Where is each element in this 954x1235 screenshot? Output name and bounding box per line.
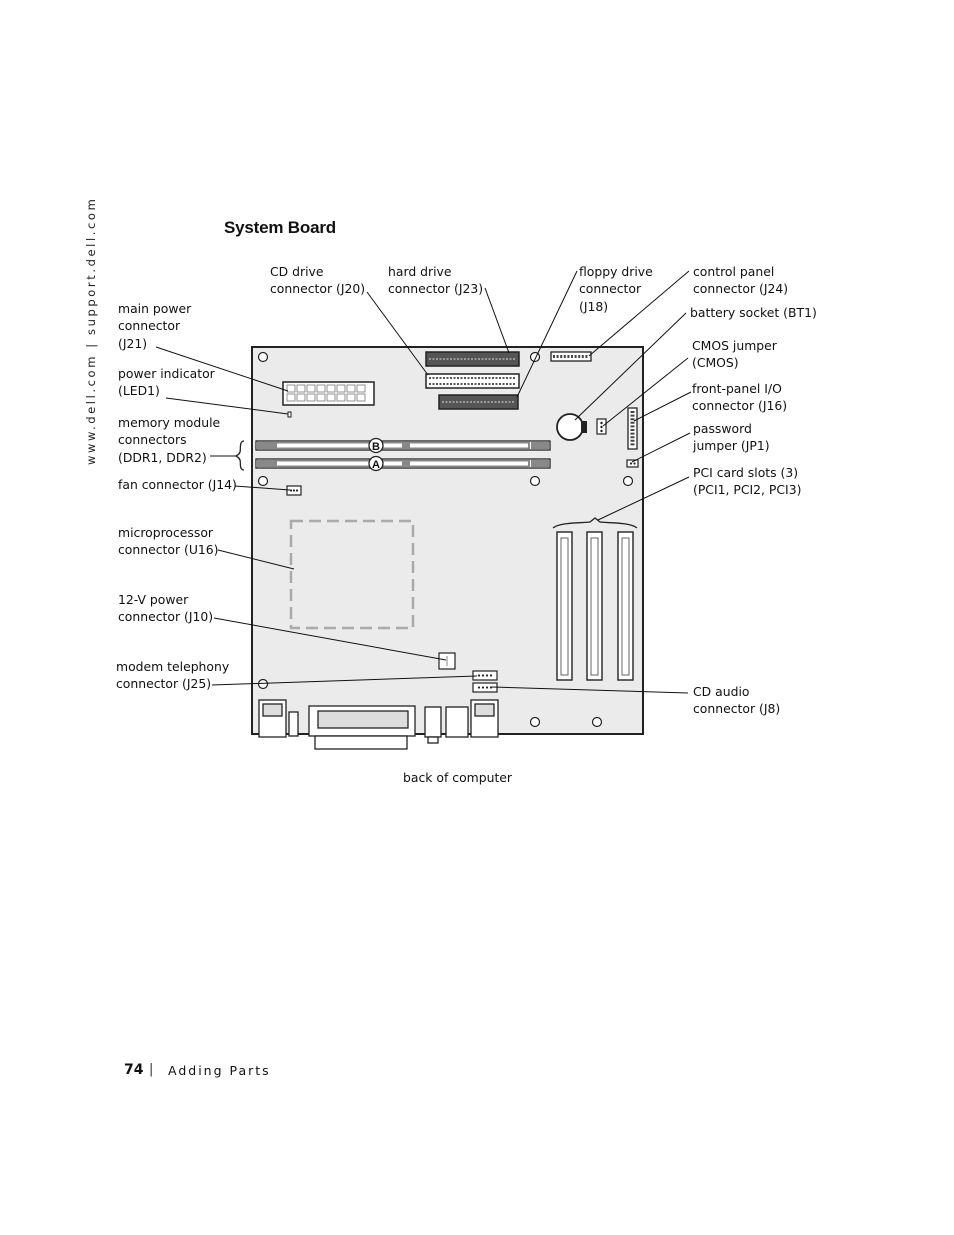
cmos-jumper (596, 418, 607, 435)
label-cmos-jumper: CMOS jumper(CMOS) (692, 338, 777, 371)
microprocessor-socket (289, 519, 415, 630)
back-panel-io (258, 699, 499, 750)
label-battery-socket: battery socket (BT1) (690, 305, 817, 320)
fan-connector (286, 485, 302, 496)
floppy-drive-connector (438, 394, 519, 410)
front-panel-connector (627, 407, 638, 450)
footer-separator: | (149, 1062, 154, 1077)
dimm-letter-a: A (372, 459, 380, 471)
dimm-letter-b: B (372, 441, 380, 453)
main-power-connector (282, 381, 375, 406)
modem-connector (472, 670, 498, 681)
pci-brace (552, 517, 638, 529)
label-power-indicator: power indicator(LED1) (118, 366, 215, 399)
pci-slot-2 (586, 531, 603, 681)
cd-drive-connector (425, 373, 520, 389)
label-back-of-computer: back of computer (403, 770, 513, 785)
label-fan-connector: fan connector (J14) (118, 477, 237, 492)
footer-section-title: Adding Parts (168, 1063, 271, 1078)
leader-lines (155, 270, 692, 694)
battery-socket (556, 413, 587, 441)
page-title: System Board (224, 218, 336, 237)
memory-slot-a (255, 458, 551, 469)
memory-brace (235, 440, 245, 471)
page-number: 74 (124, 1062, 144, 1078)
control-panel-connector (550, 351, 592, 362)
password-jumper (626, 459, 639, 468)
pci-slot-1 (556, 531, 573, 681)
memory-slot-b (255, 440, 551, 451)
mounting-holes (257, 351, 634, 728)
hard-drive-connector (425, 351, 520, 367)
power-indicator-led (287, 411, 292, 418)
label-pci-card-slots: PCI card slots (3)(PCI1, PCI2, PCI3) (693, 465, 802, 498)
pci-slot-3 (617, 531, 634, 681)
